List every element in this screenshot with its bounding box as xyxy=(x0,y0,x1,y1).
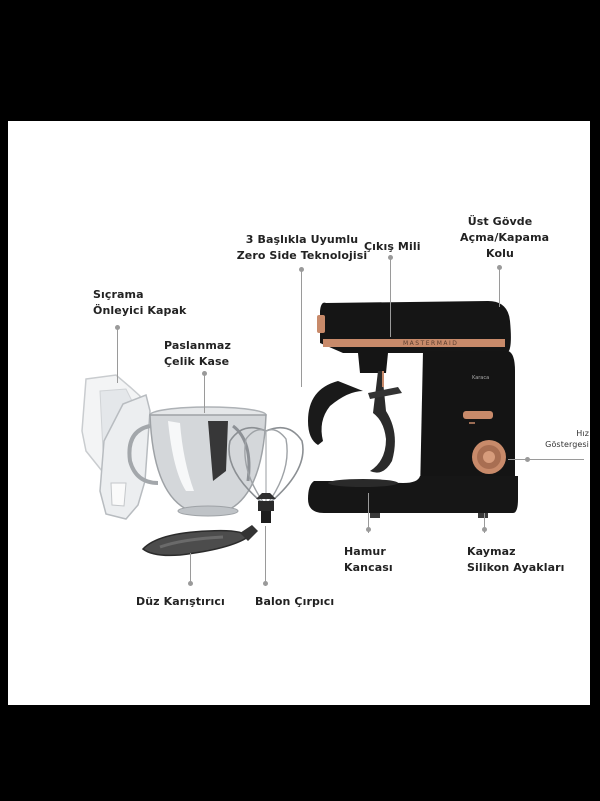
leader-dough-hook xyxy=(368,493,369,533)
mixer-body: MASTERMAID Karaca STOP xyxy=(308,301,518,518)
splash-guard-lid xyxy=(81,374,151,520)
brand-engraving: MASTERMAID xyxy=(403,340,458,347)
label-steel-bowl: Paslanmaz Çelik Kase xyxy=(164,339,231,368)
leader-flat-beater xyxy=(190,553,191,585)
leader-dot xyxy=(115,325,120,330)
stand-mixer-illustration: MASTERMAID Karaca STOP xyxy=(81,301,518,557)
label-upper-body: Üst Gövde Açma/Kapama Kolu xyxy=(460,215,550,260)
label-zero-side: 3 Başlıkla Uyumlu Zero Side Teknolojisi xyxy=(236,233,368,262)
leader-splash-guard xyxy=(117,327,118,383)
leader-dot xyxy=(525,457,530,462)
leader-zero-side xyxy=(301,269,302,387)
label-silicone-feet: Kaymaz Silikon Ayakları xyxy=(467,545,565,574)
label-balloon-whisk: Balon Çırpıcı xyxy=(255,595,335,608)
leader-silicone-feet xyxy=(484,513,485,533)
label-speed-indicator: Hız Göstergesi xyxy=(545,429,589,449)
leader-balloon-whisk xyxy=(265,526,266,586)
label-splash-guard: Sıçrama Önleyici Kapak xyxy=(93,288,187,317)
leader-dot xyxy=(497,265,502,270)
leader-dot xyxy=(388,255,393,260)
label-dough-hook: Hamur Kancası xyxy=(344,545,393,574)
leader-dot xyxy=(188,581,193,586)
brand-logo: Karaca xyxy=(472,375,489,381)
balloon-whisk-attachment xyxy=(228,426,304,523)
product-image-panel: MASTERMAID Karaca STOP xyxy=(8,121,590,705)
leader-dot xyxy=(202,371,207,376)
leader-dot xyxy=(366,527,371,532)
leader-dot xyxy=(299,267,304,272)
leader-dot xyxy=(482,527,487,532)
leader-steel-bowl xyxy=(204,373,205,413)
flat-beater-attachment xyxy=(141,525,258,557)
leader-upper-body xyxy=(499,267,500,307)
leader-dot xyxy=(263,581,268,586)
label-output-shaft: Çıkış Mili xyxy=(364,240,421,253)
leader-output-shaft xyxy=(390,257,391,337)
leader-speed-indicator xyxy=(508,459,584,460)
label-flat-beater: Düz Karıştırıcı xyxy=(136,595,225,608)
steel-bowl xyxy=(127,406,267,517)
